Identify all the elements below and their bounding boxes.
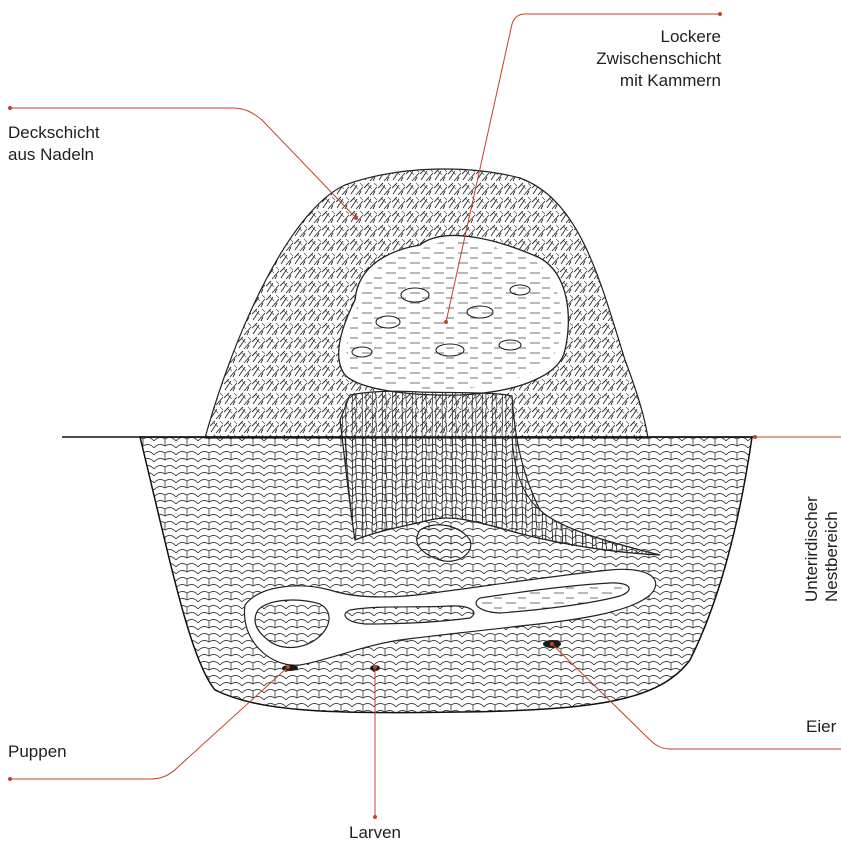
label-larvae: Larven bbox=[340, 822, 410, 844]
label-line: Deckschicht bbox=[8, 122, 100, 144]
label-line: Unterirdischer bbox=[802, 442, 822, 602]
label-line: Zwischenschicht bbox=[596, 48, 721, 70]
label-cover-layer: Deckschicht aus Nadeln bbox=[8, 122, 100, 166]
label-line: Lockere bbox=[596, 26, 721, 48]
label-eggs: Eier bbox=[806, 716, 836, 738]
label-loose-intermediate-layer: Lockere Zwischenschicht mit Kammern bbox=[596, 26, 721, 92]
label-underground-nest: Unterirdischer Nestbereich bbox=[802, 442, 841, 602]
label-line: mit Kammern bbox=[596, 70, 721, 92]
label-line: aus Nadeln bbox=[8, 144, 100, 166]
label-line: Nestbereich bbox=[822, 442, 841, 602]
label-pupae: Puppen bbox=[8, 741, 67, 763]
